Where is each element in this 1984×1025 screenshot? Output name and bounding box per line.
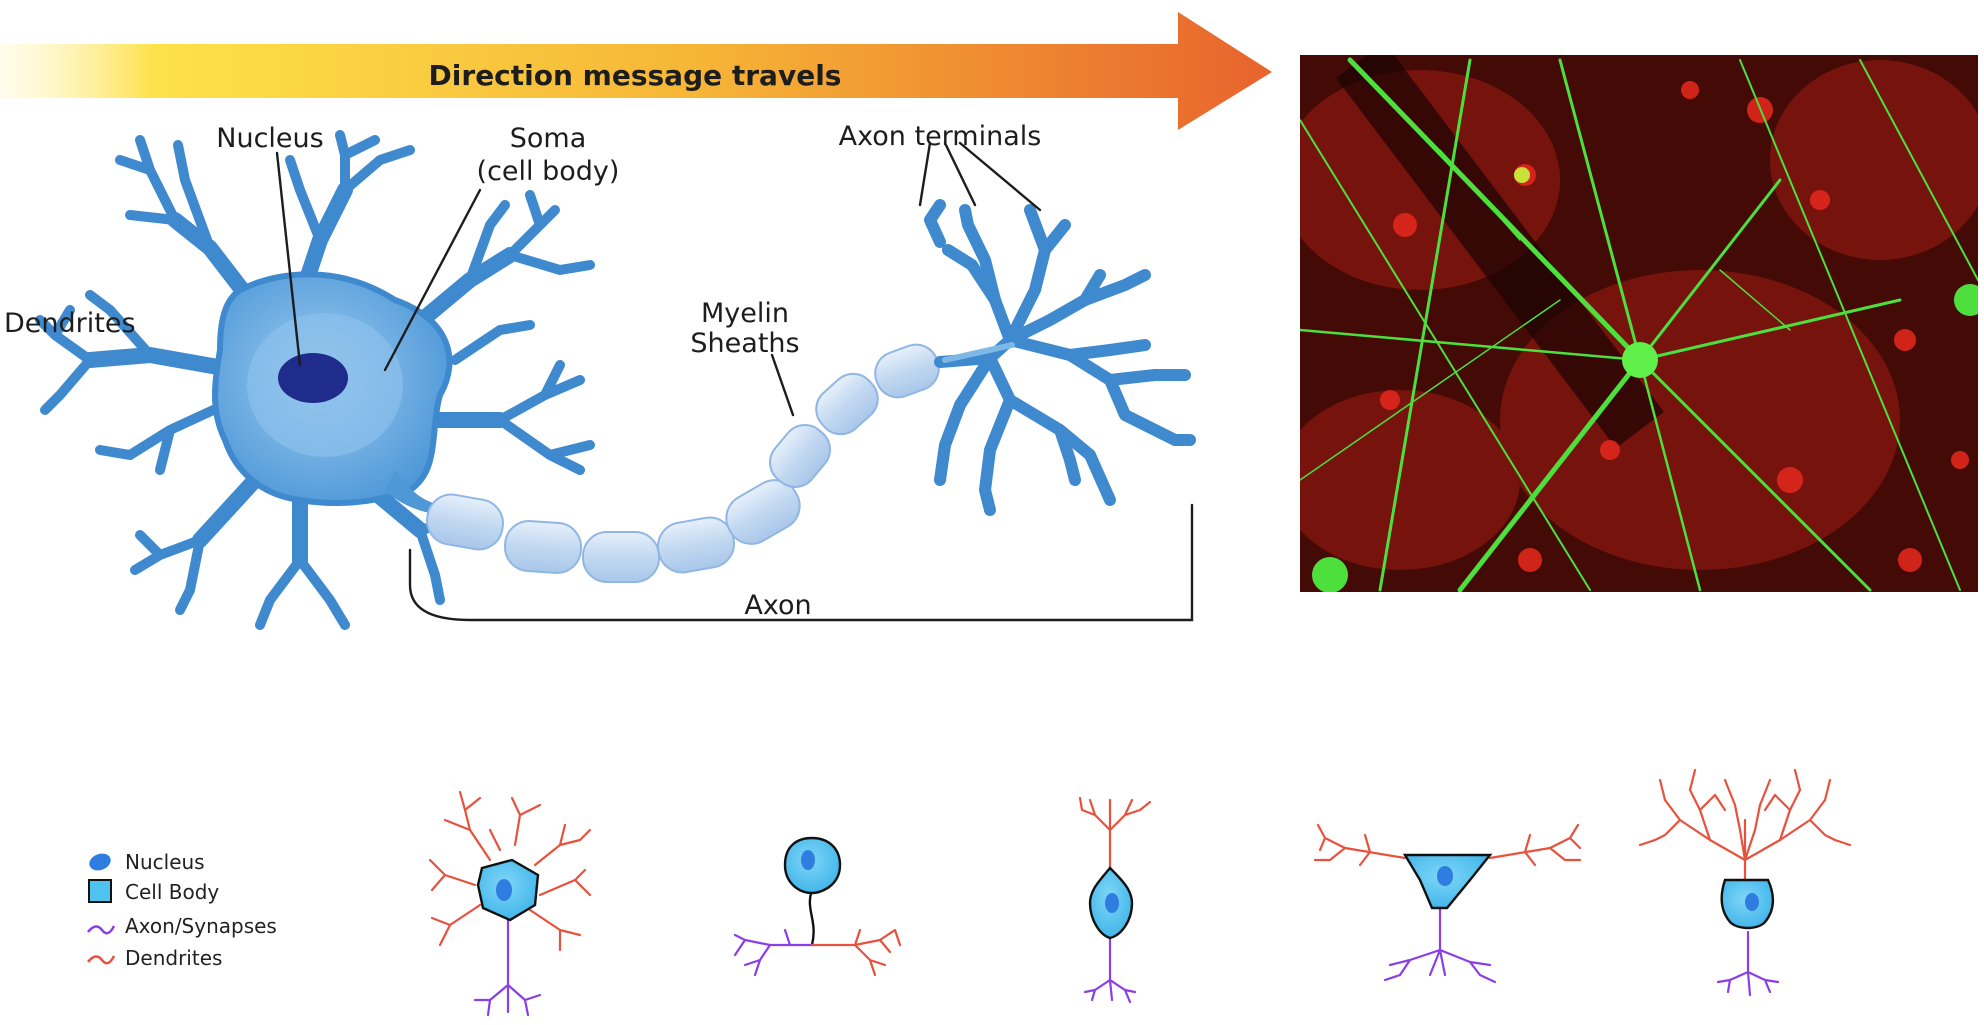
microscopy-image: [1300, 55, 1978, 592]
label-axon: Axon: [744, 590, 811, 621]
neuron-type-bipolar: [1078, 796, 1152, 1004]
dendrite-icon: [87, 955, 116, 965]
svg-text:Nucleus: Nucleus: [125, 850, 205, 874]
neuron-illustration: [35, 130, 1196, 630]
svg-text:Cell Body: Cell Body: [125, 880, 219, 904]
dendrites: [35, 130, 595, 630]
label-nucleus: Nucleus: [216, 123, 323, 154]
legend-item-cell-body: Cell Body: [88, 879, 219, 904]
myelin-sheaths: [426, 343, 940, 583]
labels: Nucleus Soma (cell body) Axon terminals …: [4, 121, 1041, 621]
label-soma-sub: (cell body): [477, 156, 620, 187]
label-soma: Soma: [510, 123, 587, 154]
leader-lines: [275, 141, 1194, 622]
label-myelin-sub: Sheaths: [690, 328, 799, 359]
cell-body-icon: [88, 879, 112, 903]
neuron-type-purkinje: [1638, 768, 1852, 997]
nucleus-icon: [89, 853, 111, 871]
label-dendrites: Dendrites: [4, 308, 136, 339]
legend-item-dendrites: Dendrites: [87, 946, 222, 970]
label-myelin: Myelin: [701, 298, 789, 329]
arrow-label: Direction message travels: [429, 59, 842, 92]
legend: Nucleus Cell Body Axon/Synapses Dendrite…: [87, 850, 277, 970]
neuron-type-multipolar-wide: [1313, 823, 1582, 984]
neuron-type-multipolar: [428, 790, 592, 1017]
axon-icon: [87, 925, 116, 935]
label-axon-terminals: Axon terminals: [839, 121, 1042, 152]
svg-text:Axon/Synapses: Axon/Synapses: [125, 914, 277, 938]
svg-text:Dendrites: Dendrites: [125, 946, 222, 970]
direction-arrow: Direction message travels: [0, 12, 1272, 130]
legend-item-nucleus: Nucleus: [89, 850, 205, 874]
neuron-type-unipolar: [733, 836, 902, 977]
axon-terminals: [924, 199, 1196, 516]
nucleus: [278, 353, 348, 403]
legend-item-axon: Axon/Synapses: [87, 914, 277, 938]
